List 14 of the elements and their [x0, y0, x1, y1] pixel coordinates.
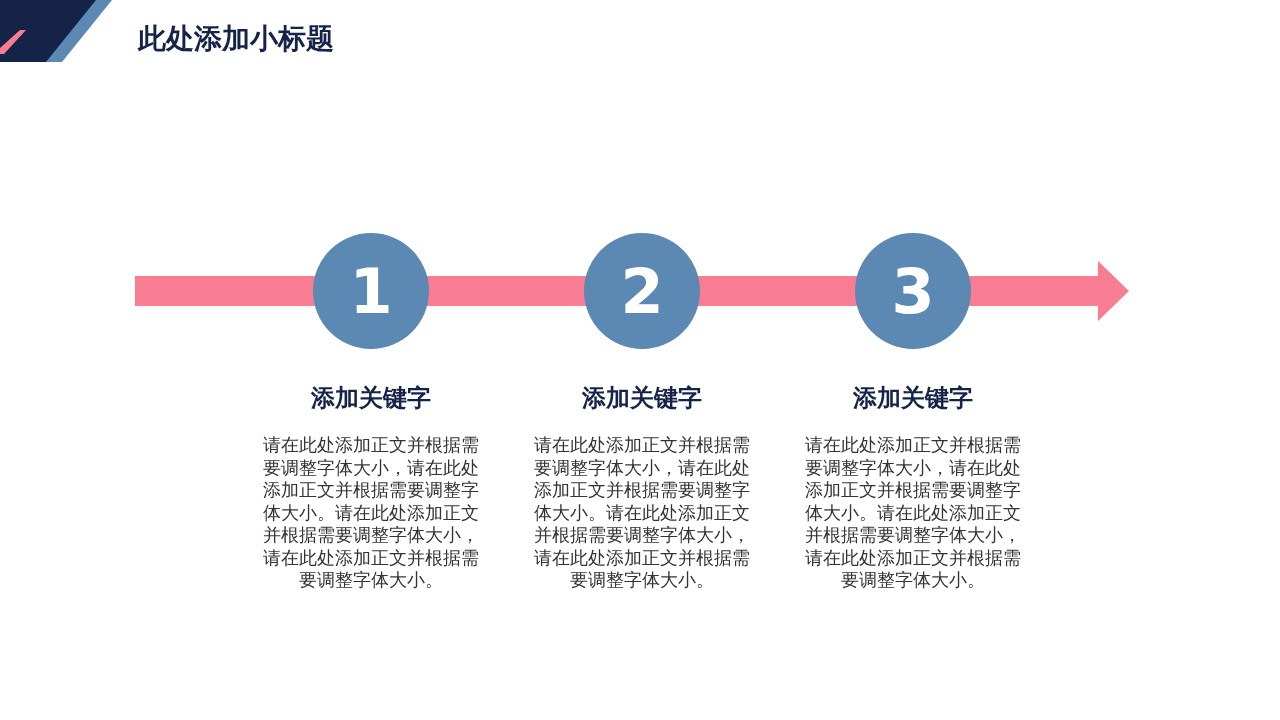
- step-description: 请在此处添加正文并根据需要调整字体大小，请在此处添加正文并根据需要调整字体大小。请在此处添加正文并根据需要调整字体大小，请在此处添加正文并根据需要调整字体大小。: [804, 434, 1022, 592]
- step-number: 2: [620, 254, 664, 328]
- step-heading: 添加关键字: [581, 383, 703, 414]
- step-heading: 添加关键字: [852, 383, 974, 414]
- step-heading: 添加关键字: [310, 383, 432, 414]
- step-description: 请在此处添加正文并根据需要调整字体大小，请在此处添加正文并根据需要调整字体大小。请在此处添加正文并根据需要调整字体大小，请在此处添加正文并根据需要调整字体大小。: [262, 434, 480, 592]
- slide-title: 此处添加小标题: [138, 21, 334, 57]
- step-number: 1: [349, 254, 393, 328]
- arrow: [969, 261, 1129, 321]
- connector-bar: [698, 276, 857, 306]
- step-description: 请在此处添加正文并根据需要调整字体大小，请在此处添加正文并根据需要调整字体大小。请在此处添加正文并根据需要调整字体大小，请在此处添加正文并根据需要调整字体大小。: [533, 434, 751, 592]
- connector-bar: [427, 276, 586, 306]
- connector-bar: [135, 276, 315, 306]
- step-number: 3: [891, 254, 935, 328]
